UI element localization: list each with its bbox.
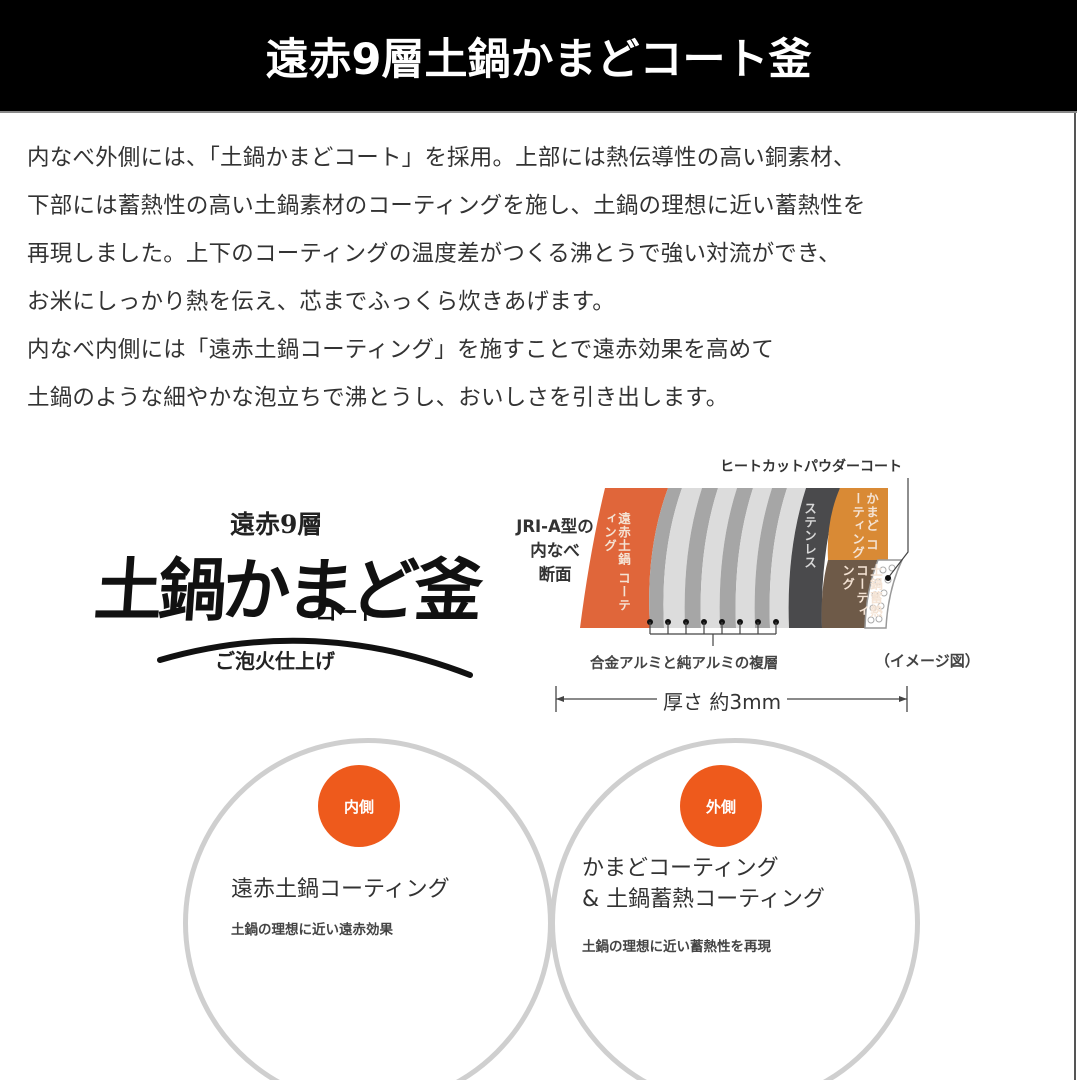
intro-line: 土鍋のような細やかな泡立ちで沸とうし、おいしさを引き出します。 <box>27 385 729 411</box>
feature-card-inner: 内側 遠赤土鍋コーティング 土鍋の理想に近い遠赤効果 <box>183 738 553 1080</box>
outer-badge: 外側 <box>680 765 762 847</box>
page-edge-border <box>1074 0 1076 1080</box>
feature-title-line: & 土鍋蓄熱コーティング <box>582 887 825 912</box>
intro-line: 内なべ内側には「遠赤土鍋コーティング」を施すことで遠赤効果を高めて <box>27 337 775 363</box>
jri-label-line: 断面 <box>538 565 572 584</box>
feature-subtitle: 土鍋の理想に近い遠赤効果 <box>231 922 393 938</box>
kamado-coating-layer-label: かまど コーティング <box>850 492 879 560</box>
feature-card-outer: 外側 かまどコーティング & 土鍋蓄熱コーティング 土鍋の理想に近い蓄熱性を再現 <box>550 738 920 1080</box>
donabe-heat-coating-layer-label: 土鍋蓄熱 コーティング <box>840 564 883 618</box>
feature-subtitle: 土鍋の理想に近い蓄熱性を再現 <box>582 939 771 955</box>
logo-coat-text: コート <box>315 601 379 626</box>
logo-brush-arc-icon <box>157 637 473 678</box>
intro-description: 内なべ外側には、「土鍋かまどコート」を採用。上部には熱伝導性の高い銅素材、 下部… <box>27 140 1067 428</box>
jri-label-line: 内なべ <box>530 541 580 560</box>
product-logo: 遠赤9層 土鍋かまど釜 コート ご泡火仕上げ <box>91 495 485 685</box>
logo-top-text: 遠赤9層 <box>230 510 323 539</box>
thickness-label: 厚さ 約3mm <box>657 686 788 715</box>
jri-label-line: JRI-A型の <box>516 517 594 536</box>
intro-line: 下部には蓄熱性の高い土鍋素材のコーティングを施し、土鍋の理想に近い蓄熱性を <box>27 193 866 219</box>
page-title: 遠赤9層土鍋かまどコート釜 <box>265 34 812 85</box>
feature-title-line: かまどコーティング <box>582 856 779 881</box>
intro-line: 内なべ外側には、「土鍋かまどコート」を採用。上部には熱伝導性の高い銅素材、 <box>27 145 856 171</box>
image-note-label: （イメージ図） <box>875 652 980 670</box>
logo-main-text: 土鍋かまど釜 <box>91 551 482 631</box>
feature-title-line: 遠赤土鍋コーティング <box>231 877 450 902</box>
stainless-layer-label: ステンレス <box>802 502 817 570</box>
intro-line: 再現しました。上下のコーティングの温度差がつくる沸とうで強い対流ができ、 <box>27 241 841 267</box>
logo-bottom-text: ご泡火仕上げ <box>215 649 335 673</box>
jri-a-section-label: JRI-A型の 内なべ 断面 <box>510 515 600 587</box>
alloy-aluminum-label: 合金アルミと純アルミの複層 <box>590 656 779 672</box>
inner-coating-layer-label: 遠赤土鍋 コーティング <box>602 512 631 612</box>
pot-cross-section-diagram: JRI-A型の 内なべ 断面 ヒートカットパウダーコート 遠赤土鍋 コーティング… <box>510 450 1040 730</box>
feature-title: かまどコーティング & 土鍋蓄熱コーティング <box>582 853 825 915</box>
title-banner: 遠赤9層土鍋かまどコート釜 <box>0 0 1077 113</box>
feature-title: 遠赤土鍋コーティング <box>231 874 450 905</box>
intro-line: お米にしっかり熱を伝え、芯までふっくら炊きあげます。 <box>27 289 615 315</box>
heat-cut-powder-coat-label: ヒートカットパウダーコート <box>720 459 902 475</box>
layer-cross-section-icon <box>555 478 909 712</box>
inner-badge: 内側 <box>318 765 400 847</box>
